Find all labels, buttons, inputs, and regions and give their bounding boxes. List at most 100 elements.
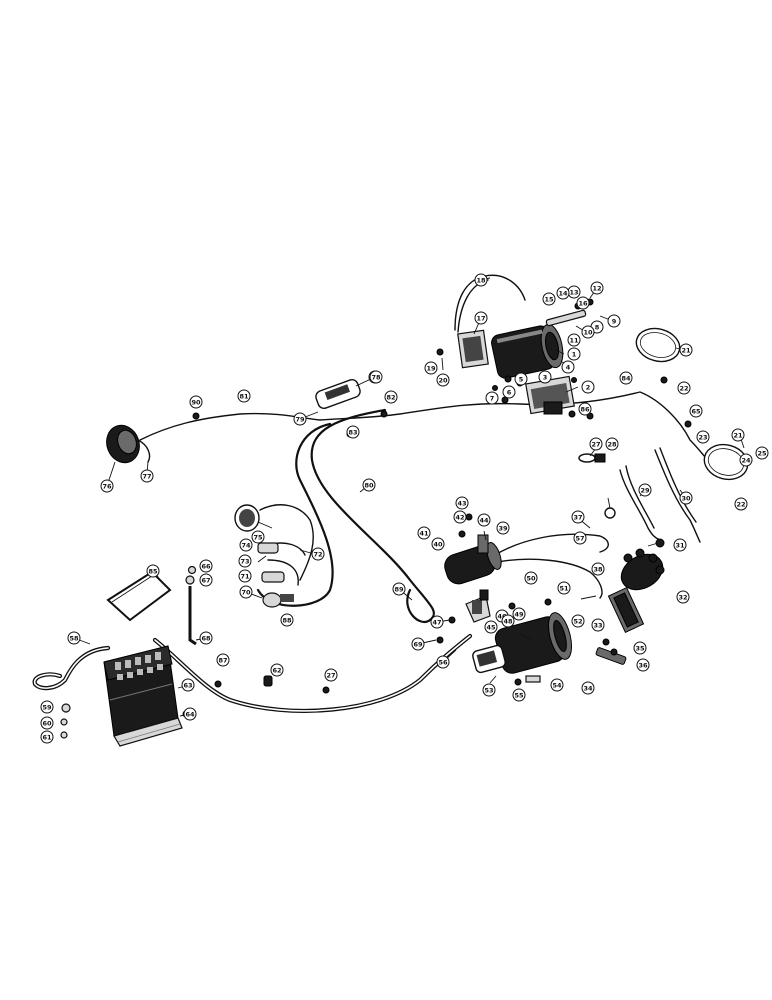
callout-20: 20 [436,373,450,387]
callout-number: 87 [218,657,227,665]
callout-number: 71 [240,573,250,581]
left-headlamp [106,424,151,464]
callout-number: 44 [479,517,489,525]
callout-number: 29 [640,487,650,495]
battery-hold-down [106,570,172,622]
callout-90: 90 [189,395,203,409]
callout-62: 62 [270,663,284,677]
callout-17: 17 [474,311,488,325]
generator-bracket [457,329,489,369]
callout-78: 78 [369,370,383,384]
callout-number: 73 [240,558,249,566]
callout-number: 23 [698,434,707,442]
callout-number: 1 [572,351,577,359]
callout-number: 27 [326,672,335,680]
battery-hold-down-rod [185,565,197,646]
callout-number: 3 [543,374,548,382]
callout-53: 53 [482,683,496,697]
callout-89: 89 [392,582,406,596]
callout-57: 57 [573,531,587,545]
generator [491,309,587,379]
callout-number: 74 [241,542,251,550]
callout-58: 58 [67,631,81,645]
callout-number: 2 [586,384,591,392]
callout-number: 63 [183,682,192,690]
callout-60: 60 [40,716,54,730]
callout-number: 40 [433,541,443,549]
callout-5: 5 [514,372,528,386]
callout-79: 79 [293,412,307,426]
callout-13: 13 [567,285,581,299]
callout-85: 85 [146,564,160,578]
callout-number: 22 [679,385,688,393]
callout-21: 21 [731,428,745,442]
callout-number: 48 [503,618,513,626]
callout-30: 30 [679,491,693,505]
callout-73: 73 [238,554,252,568]
callout-77: 77 [140,469,154,483]
callout-38: 38 [591,562,605,576]
callout-number: 85 [148,568,158,576]
callout-16: 16 [576,296,590,310]
callout-81: 81 [237,389,251,403]
callout-number: 27 [591,441,600,449]
callout-number: 70 [241,589,251,597]
callout-10: 10 [581,325,595,339]
callout-21: 21 [679,343,693,357]
callout-11: 11 [567,333,581,347]
callout-28: 28 [605,437,619,451]
callout-number: 18 [476,277,486,285]
callout-61: 61 [40,730,54,744]
callout-64: 64 [183,707,197,721]
callout-number: 84 [621,375,631,383]
callout-number: 68 [201,635,211,643]
callout-34: 34 [581,681,595,695]
callout-number: 56 [438,659,448,667]
callout-number: 81 [239,393,249,401]
callout-number: 5 [519,376,524,384]
callout-number: 58 [69,635,79,643]
callout-52: 52 [571,614,585,628]
callout-number: 20 [438,377,448,385]
callout-number: 8 [595,324,600,332]
callout-86: 86 [578,402,592,416]
callout-number: 21 [733,432,743,440]
callout-number: 65 [691,408,701,416]
callout-number: 60 [42,720,52,728]
callout-25: 25 [755,446,769,460]
callout-4: 4 [561,360,575,374]
callout-number: 17 [476,315,485,323]
callout-number: 55 [514,692,524,700]
callout-number: 15 [544,296,554,304]
callout-number: 24 [741,457,751,465]
callout-number: 25 [757,450,767,458]
callout-49: 49 [512,607,526,621]
callout-45: 45 [484,620,498,634]
callout-22: 22 [677,381,691,395]
callout-84: 84 [619,371,633,385]
callout-number: 53 [484,687,493,695]
callout-56: 56 [436,655,450,669]
coil-wires [494,533,609,599]
callout-number: 62 [272,667,281,675]
callout-74: 74 [239,538,253,552]
callout-51: 51 [557,581,571,595]
starting-motor [472,612,572,674]
callout-59: 59 [40,700,54,714]
callout-number: 80 [364,482,374,490]
callout-36: 36 [636,658,650,672]
voltage-regulator [525,375,575,415]
callout-2: 2 [581,380,595,394]
callout-number: 86 [580,406,590,414]
callout-number: 10 [583,329,593,337]
callout-number: 50 [526,575,536,583]
callout-number: 37 [573,514,582,522]
callout-number: 57 [575,535,584,543]
callout-number: 54 [552,682,562,690]
callout-number: 36 [638,662,648,670]
callout-number: 77 [142,473,151,481]
callout-number: 88 [282,617,292,625]
callout-number: 43 [457,500,466,508]
dash-switches [257,542,294,608]
